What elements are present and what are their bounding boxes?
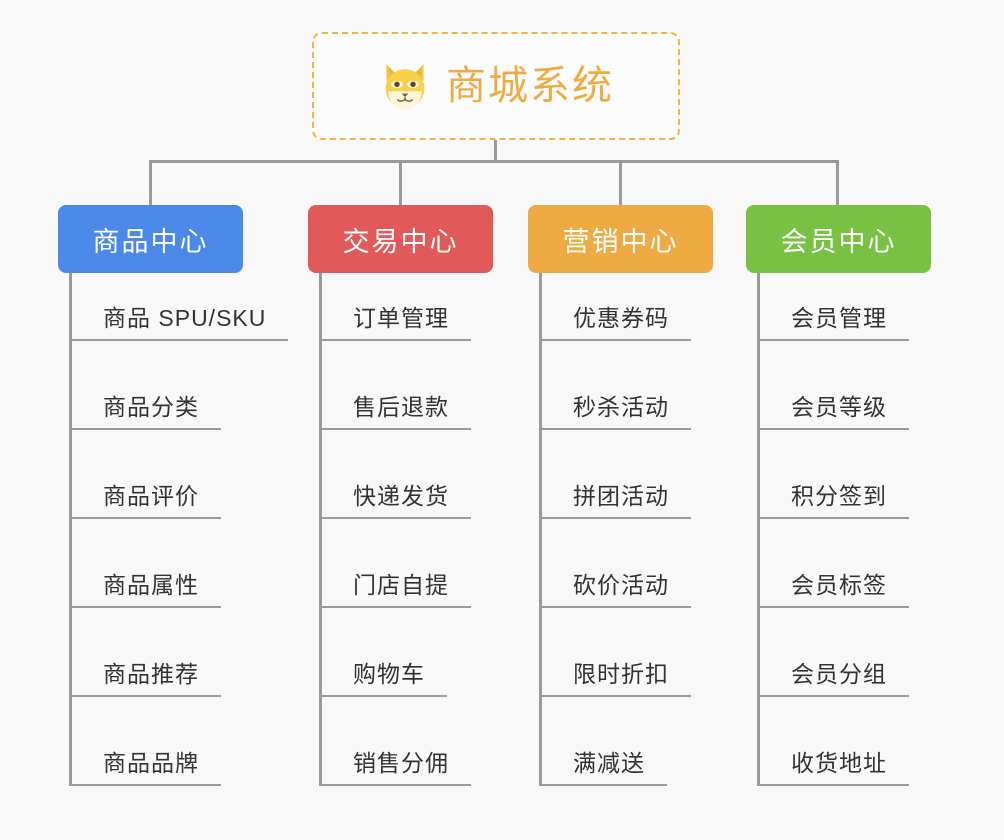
leaf-underline: 门店自提 [319,571,471,608]
leaf-underline: 秒杀活动 [539,393,691,430]
leaf-underline: 销售分佣 [319,749,471,786]
category-box[interactable]: 会员中心 [746,205,931,273]
leaf-underline: 快递发货 [319,482,471,519]
category-label: 交易中心 [342,226,459,257]
connector-drop-2 [399,160,402,206]
leaf-label: 商品评价 [103,483,199,509]
category-label: 会员中心 [780,226,897,257]
leaf-underline: 会员分组 [757,660,909,697]
leaf-label: 商品分类 [103,394,199,420]
leaf-label: 销售分佣 [353,750,449,776]
leaf-label: 会员分组 [791,661,887,687]
shiba-dog-icon [385,64,425,110]
connector-horizontal-bus [149,160,839,163]
leaf-underline: 会员标签 [757,571,909,608]
leaf-underline: 优惠券码 [539,304,691,341]
leaf-underline: 购物车 [319,660,447,697]
category-label: 营销中心 [562,226,679,257]
leaf-underline: 订单管理 [319,304,471,341]
column-spine [69,273,72,786]
connector-drop-1 [149,160,152,206]
leaf-label: 积分签到 [791,483,887,509]
leaf-label: 商品品牌 [103,750,199,776]
leaf-underline: 拼团活动 [539,482,691,519]
root-title: 商城系统 [446,64,614,108]
connector-drop-3 [619,160,622,206]
leaf-label: 会员标签 [791,572,887,598]
category-box[interactable]: 营销中心 [528,205,713,273]
leaf-label: 订单管理 [353,305,449,331]
leaf-label: 秒杀活动 [573,394,669,420]
leaf-label: 快递发货 [353,483,449,509]
leaf-label: 购物车 [353,661,425,687]
leaf-underline: 商品分类 [69,393,221,430]
leaf-label: 会员等级 [791,394,887,420]
leaf-label: 收货地址 [791,750,887,776]
column-spine [319,273,322,786]
connector-root-stem [494,140,497,162]
leaf-underline: 商品品牌 [69,749,221,786]
leaf-label: 商品 SPU/SKU [103,305,267,331]
column-spine [757,273,760,786]
leaf-label: 优惠券码 [573,305,669,331]
leaf-label: 砍价活动 [573,572,669,598]
leaf-label: 会员管理 [791,305,887,331]
leaf-label: 售后退款 [353,394,449,420]
category-box[interactable]: 商品中心 [58,205,243,273]
category-box[interactable]: 交易中心 [308,205,493,273]
leaf-underline: 售后退款 [319,393,471,430]
leaf-underline: 限时折扣 [539,660,691,697]
leaf-label: 商品推荐 [103,661,199,687]
column-spine [539,273,542,786]
leaf-underline: 商品 SPU/SKU [69,304,289,341]
leaf-label: 拼团活动 [573,483,669,509]
leaf-underline: 会员管理 [757,304,909,341]
leaf-underline: 砍价活动 [539,571,691,608]
leaf-label: 门店自提 [353,572,449,598]
leaf-label: 限时折扣 [573,661,669,687]
connector-drop-4 [836,160,839,206]
leaf-label: 满减送 [573,750,645,776]
leaf-underline: 收货地址 [757,749,909,786]
leaf-underline: 商品属性 [69,571,221,608]
leaf-underline: 满减送 [539,749,667,786]
leaf-underline: 会员等级 [757,393,909,430]
leaf-label: 商品属性 [103,572,199,598]
category-label: 商品中心 [92,226,209,257]
leaf-underline: 商品评价 [69,482,221,519]
leaf-underline: 商品推荐 [69,660,221,697]
leaf-underline: 积分签到 [757,482,909,519]
root-node[interactable]: 商城系统 [312,32,680,140]
